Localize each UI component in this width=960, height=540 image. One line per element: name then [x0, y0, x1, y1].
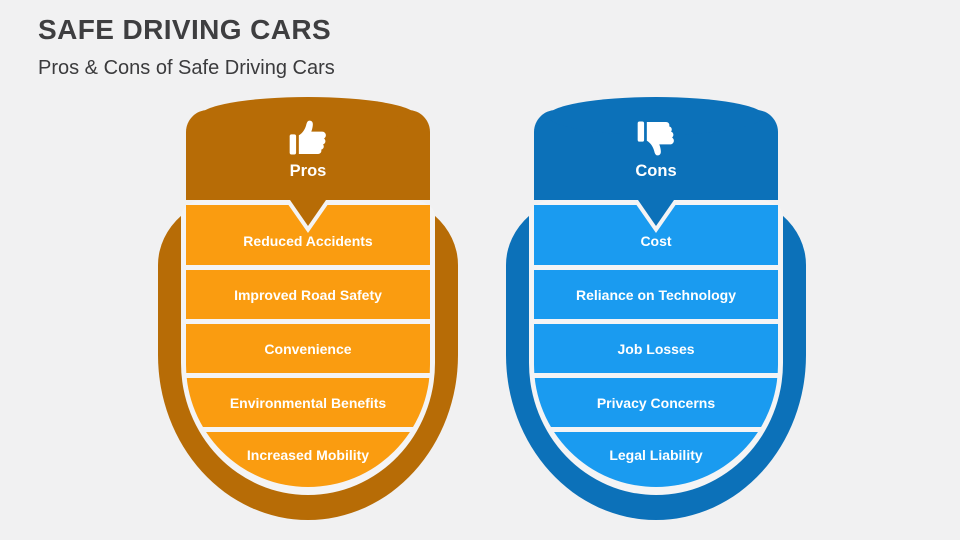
- list-item-label: Legal Liability: [609, 446, 703, 463]
- list-item: Reduced Accidents: [186, 205, 430, 265]
- cons-list: Cost Reliance on Technology Job Losses P…: [534, 205, 778, 487]
- pros-panel: Reduced Accidents Improved Road Safety C…: [158, 97, 458, 520]
- thumbs-down-icon: [634, 116, 678, 160]
- list-item-label: Privacy Concerns: [596, 394, 716, 411]
- list-item: Privacy Concerns: [534, 378, 778, 427]
- list-item-label: Environmental Benefits: [229, 394, 387, 411]
- list-item-label: Convenience: [264, 340, 352, 357]
- list-item-label: Job Losses: [617, 340, 695, 357]
- cons-header-label: Cons: [635, 162, 677, 180]
- list-item: Reliance on Technology: [534, 270, 778, 319]
- cons-panel: Cost Reliance on Technology Job Losses P…: [506, 97, 806, 520]
- list-item-label: Improved Road Safety: [234, 286, 382, 303]
- list-item: Improved Road Safety: [186, 270, 430, 319]
- page-title: SAFE DRIVING CARS: [38, 14, 332, 45]
- pros-header-label: Pros: [289, 162, 327, 180]
- list-item: Job Losses: [534, 324, 778, 373]
- pros-header: Pros: [186, 97, 430, 200]
- list-item: Convenience: [186, 324, 430, 373]
- pros-list: Reduced Accidents Improved Road Safety C…: [186, 205, 430, 487]
- list-item: Environmental Benefits: [186, 378, 430, 427]
- list-item-label: Reduced Accidents: [243, 232, 373, 249]
- cons-header: Cons: [534, 97, 778, 200]
- page-subtitle: Pros & Cons of Safe Driving Cars: [38, 57, 335, 79]
- list-item-label: Cost: [640, 232, 672, 249]
- list-item-label: Increased Mobility: [246, 446, 370, 463]
- list-item-label: Reliance on Technology: [576, 286, 736, 303]
- thumbs-up-icon: [286, 116, 330, 160]
